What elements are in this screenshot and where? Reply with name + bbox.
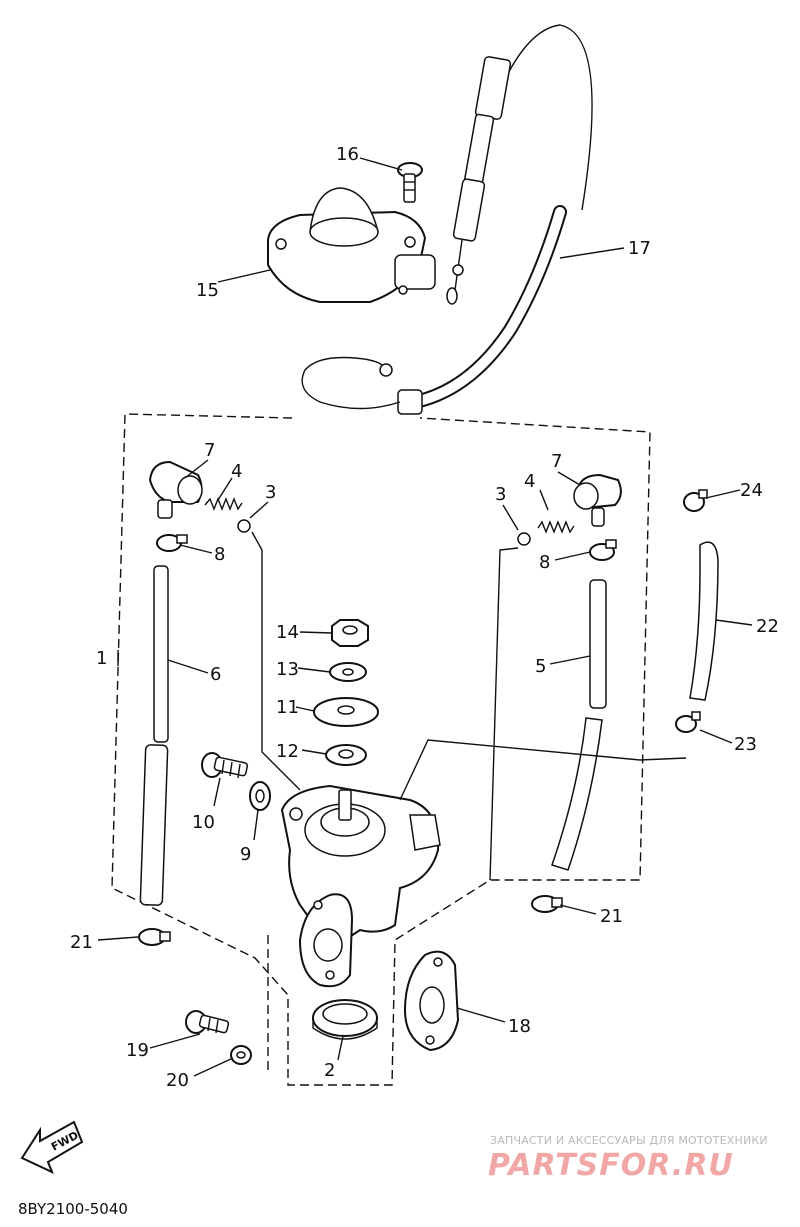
callout-21-left: 21 <box>70 932 93 953</box>
clip-24 <box>683 489 708 512</box>
callout-24: 24 <box>740 480 763 501</box>
nut-14 <box>331 619 369 647</box>
spring-right <box>537 520 575 534</box>
bolt-19 <box>185 1010 230 1034</box>
washer-9 <box>249 781 271 811</box>
gasket-18 <box>403 950 460 1052</box>
callout-23: 23 <box>734 734 757 755</box>
callout-17: 17 <box>628 238 651 259</box>
clamp-right-8 <box>589 539 617 561</box>
watermark-brand: PARTSFOR.RU <box>488 1148 734 1183</box>
elbow-fitting-right <box>573 473 622 527</box>
center-stack <box>313 619 379 766</box>
callout-16: 16 <box>336 144 359 165</box>
ball-left <box>237 519 251 533</box>
callout-5: 5 <box>535 656 546 677</box>
washer-20 <box>230 1045 252 1065</box>
callout-4-left: 4 <box>231 461 242 482</box>
callout-7-left: 7 <box>204 440 215 461</box>
clamp-left-21 <box>138 928 171 946</box>
callout-6: 6 <box>210 664 221 685</box>
disc-11 <box>313 697 379 727</box>
callout-7-right: 7 <box>551 451 562 472</box>
ball-right <box>517 532 531 546</box>
far-right-parts <box>675 489 719 733</box>
callout-labels: 1 2 3 3 4 4 5 6 7 7 8 8 9 10 11 12 13 14… <box>70 144 779 1091</box>
seal-2 <box>312 999 378 1040</box>
callout-2: 2 <box>324 1060 335 1081</box>
diagram-code: 8BY2100-5040 <box>18 1200 128 1218</box>
elbow-fitting-left <box>148 460 203 519</box>
callout-10: 10 <box>192 812 215 833</box>
callout-8-right: 8 <box>539 552 550 573</box>
clamp-right-21 <box>531 895 563 913</box>
cable <box>446 24 593 305</box>
bolt-10 <box>201 752 249 779</box>
callout-21-right: 21 <box>600 906 623 927</box>
right-parts <box>517 473 622 913</box>
clamp-left-8 <box>156 534 188 552</box>
callout-8-left: 8 <box>214 544 225 565</box>
callout-1: 1 <box>96 648 107 669</box>
callout-9: 9 <box>240 844 251 865</box>
callout-19: 19 <box>126 1040 149 1061</box>
callout-20: 20 <box>166 1070 189 1091</box>
guide-lines <box>251 531 687 1070</box>
callout-3-left: 3 <box>265 482 276 503</box>
callout-15: 15 <box>196 280 219 301</box>
cover <box>267 187 436 303</box>
left-parts <box>138 460 251 946</box>
callout-4-right: 4 <box>524 471 535 492</box>
hose-22 <box>689 541 719 701</box>
callout-14: 14 <box>276 622 299 643</box>
leader-lines <box>97 157 753 1077</box>
spring-left <box>204 497 243 511</box>
callout-3-right: 3 <box>495 484 506 505</box>
fwd-arrow-icon: FWD <box>20 1120 84 1174</box>
callout-18: 18 <box>508 1016 531 1037</box>
cover-bolt <box>397 162 423 203</box>
washer-12 <box>325 744 367 766</box>
pump-housing <box>280 784 441 988</box>
callout-12: 12 <box>276 741 299 762</box>
callout-13: 13 <box>276 659 299 680</box>
clamp-23 <box>675 711 701 733</box>
tube-6 <box>139 565 169 906</box>
tube-5 <box>551 579 607 871</box>
watermark-tagline: ЗАПЧАСТИ И АКСЕССУАРЫ ДЛЯ МОТОТЕХНИКИ <box>490 1134 768 1147</box>
watermark: ЗАПЧАСТИ И АКСЕССУАРЫ ДЛЯ МОТОТЕХНИКИ PA… <box>488 1134 768 1183</box>
washer-13 <box>329 662 367 682</box>
assembly-outline <box>111 413 651 1086</box>
callout-11: 11 <box>276 697 299 718</box>
hose-17 <box>301 205 567 415</box>
callout-22: 22 <box>756 616 779 637</box>
